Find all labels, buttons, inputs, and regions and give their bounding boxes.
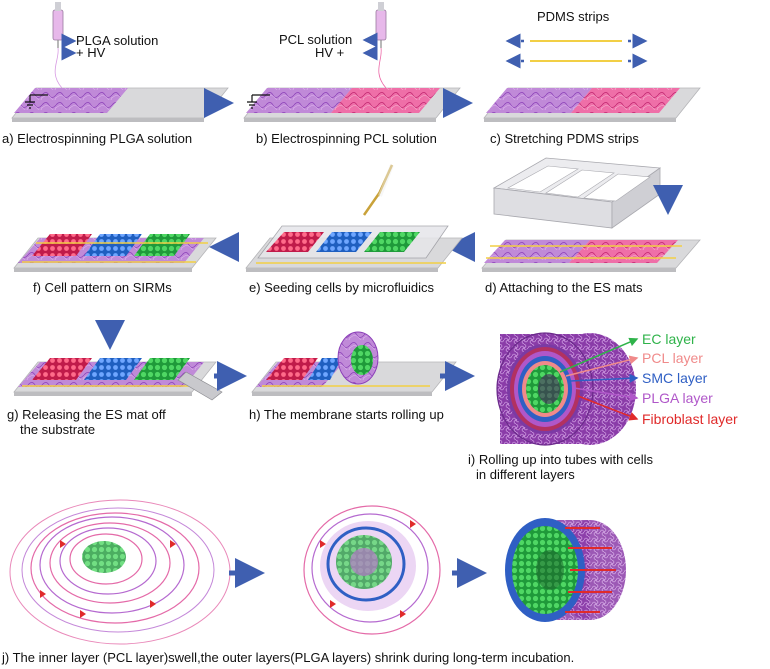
- plga-mat: [14, 88, 128, 113]
- step-g-caption-line2: the substrate: [20, 422, 95, 437]
- syringe: [52, 9, 64, 41]
- step-b-solution: PCL solution: [279, 32, 352, 47]
- step-a-panel: [11, 2, 229, 122]
- step-a-solution: PLGA solution: [76, 33, 158, 48]
- layer-label-ec: EC layer: [642, 331, 696, 347]
- step-b-caption: b) Electrospinning PCL solution: [256, 131, 437, 146]
- step-g-panel: [13, 358, 223, 401]
- step-i-caption-line1: i) Rolling up into tubes with cells: [468, 452, 653, 467]
- step-c-caption: c) Stretching PDMS strips: [490, 131, 639, 146]
- layer-label-plga: PLGA layer: [642, 390, 713, 406]
- step-c-panel: [483, 33, 701, 122]
- layered-tube: [496, 332, 636, 446]
- step-b-panel: [243, 2, 461, 122]
- step-e-caption: e) Seeding cells by microfluidics: [249, 280, 434, 295]
- layer-label-smc: SMC layer: [642, 370, 708, 386]
- tube-stage-3: [505, 518, 626, 622]
- ground-icon: [247, 94, 270, 109]
- step-a-caption: a) Electrospinning PLGA solution: [2, 131, 192, 146]
- step-g-caption-line1: g) Releasing the ES mat off: [7, 407, 166, 422]
- step-f-panel: [13, 234, 217, 272]
- step-d-panel: [481, 157, 701, 272]
- step-f-caption: f) Cell pattern on SIRMs: [33, 280, 172, 295]
- layer-pointers: [559, 337, 639, 421]
- step-d-caption: d) Attaching to the ES mats: [485, 280, 643, 295]
- microfluidic-frame: [492, 157, 662, 229]
- step-e-panel: [245, 164, 463, 272]
- layer-label-pcl: PCL layer: [642, 350, 703, 366]
- step-h-panel: [251, 331, 457, 396]
- step-b-hv: HV +: [315, 45, 344, 60]
- ground-icon: [25, 94, 48, 109]
- step-j-caption: j) The inner layer (PCL layer)swell,the …: [1, 650, 574, 665]
- step-h-caption: h) The membrane starts rolling up: [249, 407, 444, 422]
- tube-stage-1: [9, 499, 231, 645]
- step-a-hv: + HV: [76, 45, 106, 60]
- step-i-caption-line2: in different layers: [476, 467, 575, 482]
- release-blade: [177, 371, 223, 401]
- step-c-strips-label: PDMS strips: [537, 9, 610, 24]
- tube-stage-2: [303, 505, 441, 635]
- layer-label-fibroblast: Fibroblast layer: [642, 411, 738, 427]
